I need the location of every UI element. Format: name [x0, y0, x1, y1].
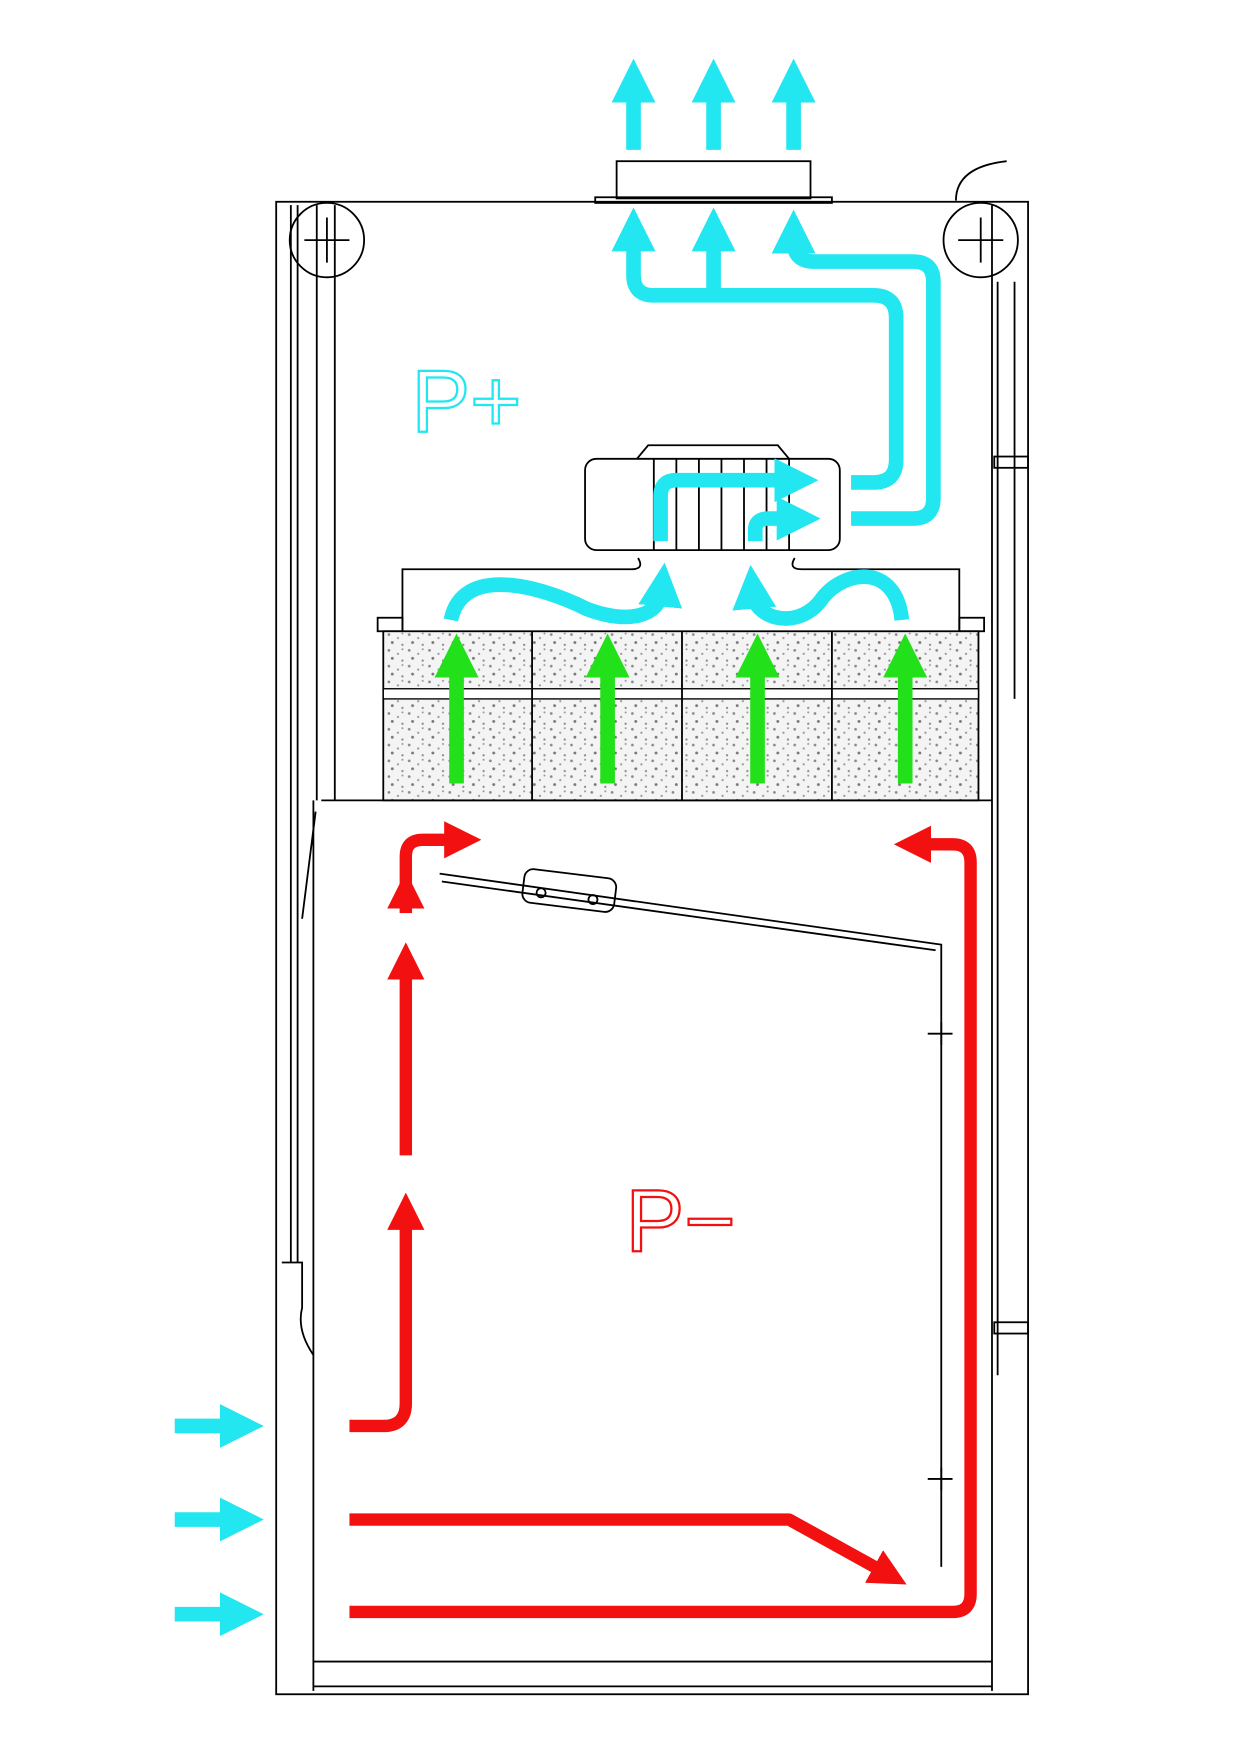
wheel-left-icon: [288, 202, 366, 279]
positive-pressure-label: P+: [411, 352, 521, 451]
filtered-airflow-arrows: [434, 633, 928, 784]
negative-pressure-label: P−: [626, 1171, 736, 1270]
caster-wheels: [288, 202, 1019, 279]
contaminated-airflow-arrows: [349, 821, 977, 1619]
cabinet-outline: [275, 200, 1029, 1696]
hepa-filter: [321, 630, 992, 802]
sash-window: [439, 868, 953, 1567]
inflow-arrows: [174, 1403, 264, 1637]
exhaust-airflow-arrows: [443, 58, 941, 626]
wheel-right-icon: [942, 202, 1019, 279]
exhaust-collar: [594, 160, 1007, 204]
blower-fan: [584, 444, 841, 551]
